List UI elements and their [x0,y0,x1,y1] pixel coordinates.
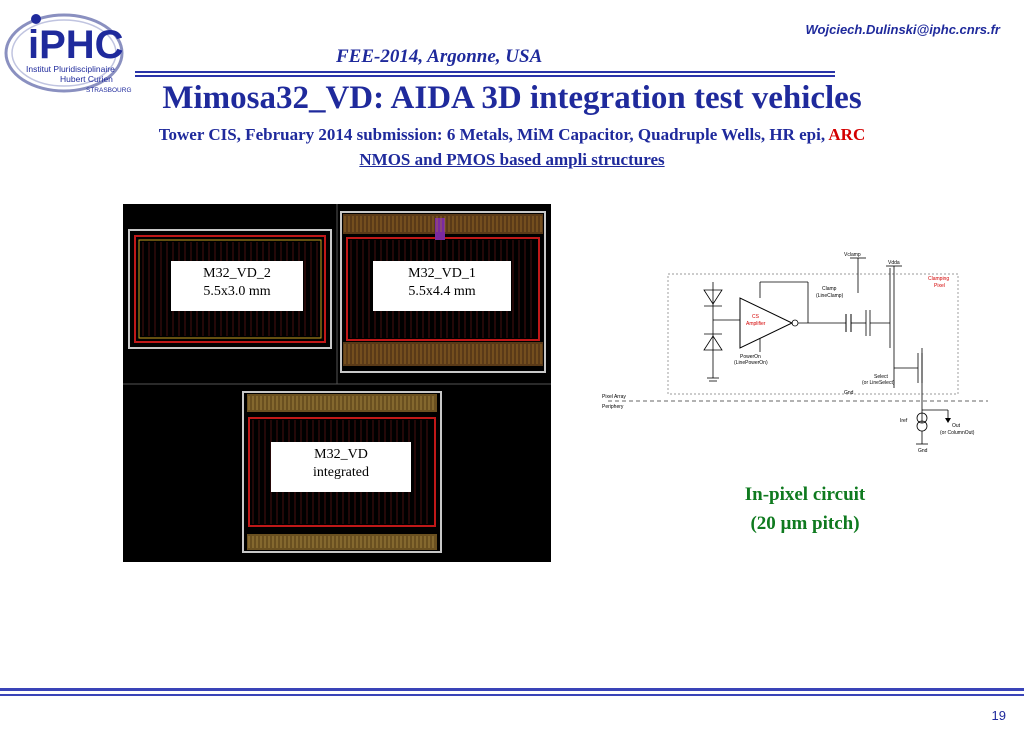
chip-label-m32-vd: M32_VD integrated [271,442,411,492]
lineclamp-label: (LineClamp) [816,293,844,299]
in-pixel-circuit-schematic: CS Amplifier PowerOn (LinePowerOn) Vclam… [600,248,990,463]
pixel-label: Pixel [934,283,945,289]
caption-line-1: In-pixel circuit [744,484,866,505]
circuit-caption: In-pixel circuit (20 µm pitch) [700,480,910,538]
footer-rule-bottom [0,694,1024,696]
chip-layout-image: M32_VD_2 5.5x3.0 mm M32_VD_1 5.5x4.4 mm … [123,204,551,562]
chip1-size: 5.5x3.0 mm [203,284,271,299]
chip-label-m32-vd-1: M32_VD_1 5.5x4.4 mm [373,261,511,311]
logo-wordmark: iPHC [28,23,124,67]
slide-title: Mimosa32_VD: AIDA 3D integration test ve… [162,80,862,116]
caption-line-2: (20 µm pitch) [750,513,860,534]
footer-rule-top [0,688,1024,691]
conference-label: FEE-2014, Argonne, USA [336,46,543,67]
iref-label: Iref [900,418,908,424]
cs-label: CS [752,314,760,320]
out-label: Out [952,423,961,429]
chip-label-m32-vd-2: M32_VD_2 5.5x3.0 mm [171,261,303,311]
amplifier-label: Amplifier [746,321,766,327]
header-rule-top [135,71,835,73]
gnd-label: Gnd [844,390,854,396]
pixel-array-label: Pixel Array [602,394,626,400]
clamp-label: Clamp [822,286,837,292]
slide-subtitle-2: NMOS and PMOS based ampli structures [359,150,665,169]
author-email: Wojciech.Dulinski@iphc.cnrs.fr [805,22,1000,37]
chip2-size: 5.5x4.4 mm [408,284,476,299]
iphc-logo: iPHC Institut Pluridisciplinaire Hubert … [2,8,152,98]
chip3-name: M32_VD [314,447,368,462]
poweron-label: PowerOn [740,354,761,360]
logo-line-2: Hubert Curien [60,74,113,84]
lineselect-label: (or LineSelect) [862,380,895,386]
vclamp-label: Vclamp [844,252,861,258]
subtitle-main: Tower CIS, February 2014 submission: 6 M… [158,125,826,144]
logo-line-1: Institut Pluridisciplinaire [26,64,115,74]
chip3-size: integrated [313,465,369,480]
select-label: Select [874,374,889,380]
page-number: 19 [991,708,1006,723]
gnd2-label: Gnd [918,448,928,454]
subtitle-arc: ARC [828,125,866,144]
chip2-name: M32_VD_1 [408,266,476,281]
periphery-label: Periphery [602,404,624,410]
columnout-label: (or ColumnOut) [940,430,975,436]
logo-line-3: STRASBOURG [86,87,132,94]
vdda-label: Vdda [888,260,900,266]
chip1-name: M32_VD_2 [203,266,271,281]
lineporweron-label: (LinePowerOn) [734,360,768,366]
header-rule-bottom [135,75,835,77]
clamping-label: Clamping [928,276,949,282]
slide-subtitle: Tower CIS, February 2014 submission: 6 M… [0,125,1024,145]
